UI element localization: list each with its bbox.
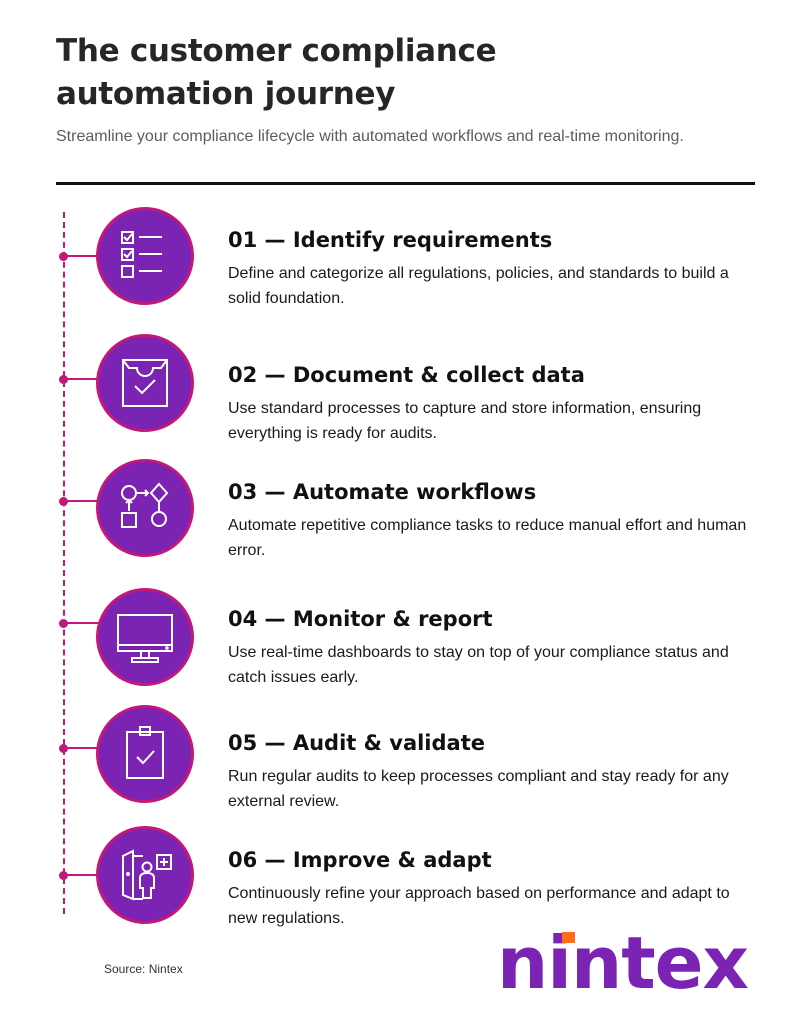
timeline-connector [63,622,99,624]
timeline-connector [63,500,99,502]
step-description: Automate repetitive compliance tasks to … [228,517,747,559]
step-title: 01 — Identify requirements [228,228,553,252]
step-title: 04 — Monitor & report [228,607,493,631]
step-icon-circle [96,588,194,686]
timeline-connector [63,255,99,257]
timeline-connector [63,378,99,380]
door-person-plus-icon [122,849,172,901]
checklist-icon [121,231,162,278]
step-icon-circle [96,334,194,432]
header-divider [56,182,755,185]
step-description: Use standard processes to capture and st… [228,400,702,442]
nintex-logo: nintex [497,921,749,1005]
page-subtitle: Streamline your compliance lifecycle wit… [56,128,684,145]
timeline-connector [63,874,99,876]
step-description: Use real-time dashboards to stay on top … [228,644,729,686]
monitor-icon [117,614,173,663]
step-title: 02 — Document & collect data [228,363,585,387]
step-title: 05 — Audit & validate [228,731,485,755]
step-description: Continuously refine your approach based … [228,885,730,927]
step-icon-circle [96,826,194,924]
step-title: 06 — Improve & adapt [228,848,492,872]
logo-dot [562,932,575,943]
document-check-icon [122,359,168,407]
step-icon-circle [96,459,194,557]
step-title: 03 — Automate workflows [228,480,537,504]
timeline-line [63,212,65,914]
workflow-icon [121,482,169,528]
step-description: Run regular audits to keep processes com… [228,768,729,810]
step-icon-circle [96,705,194,803]
step-description: Define and categorize all regulations, p… [228,265,729,307]
timeline-connector [63,747,99,749]
source-note: Source: Nintex [104,962,183,976]
page-title: The customer compliance automation journ… [56,33,497,112]
clipboard-check-icon [126,726,164,779]
step-icon-circle [96,207,194,305]
